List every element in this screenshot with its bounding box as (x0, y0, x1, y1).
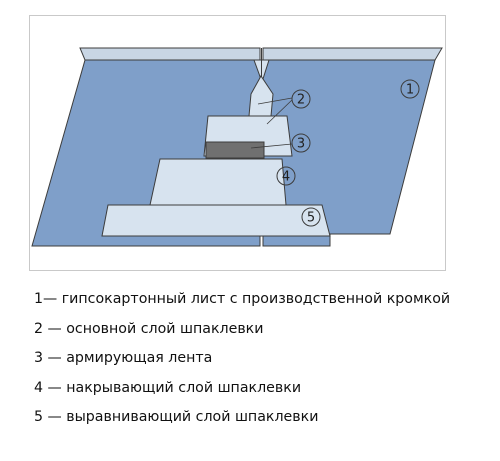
callout-label: 4 (282, 170, 290, 185)
legend-item-1: 1— гипсокартонный лист с производственно… (34, 291, 451, 307)
callout-5: 5 (301, 207, 321, 227)
layer-2-strip (248, 75, 274, 117)
callout-3: 3 (291, 133, 311, 153)
callout-4: 4 (276, 166, 296, 186)
callout-label: 5 (307, 211, 315, 226)
legend-item-2: 2 — основной слой шпаклевки (34, 320, 264, 337)
layer-5 (101, 204, 331, 237)
leader-line-3 (250, 143, 293, 149)
legend-item-3: 3 — армирующая лента (34, 350, 213, 366)
callout-1: 1 (400, 79, 420, 99)
right-board-top-edge (262, 47, 443, 61)
diagram-frame: 1 2 3 4 5 (29, 15, 446, 271)
layer-4 (149, 158, 287, 206)
layer-3-tape (205, 141, 265, 159)
callout-label: 1 (406, 83, 414, 98)
leader-line-2a (257, 97, 293, 105)
callout-label: 2 (297, 93, 305, 108)
legend-item-4: 4 — накрывающий слой шпаклевки (34, 379, 302, 396)
legend-list: 1— гипсокартонный лист с производственно… (34, 285, 450, 433)
drywall-joint-diagram: 1 2 3 4 5 (31, 47, 443, 247)
callout-label: 3 (297, 137, 305, 152)
leader-line-2b (266, 99, 293, 125)
callout-2: 2 (291, 89, 311, 109)
legend-item-5: 5 — выравнивающий слой шпаклевки (34, 409, 319, 425)
left-board-top-edge (79, 47, 261, 61)
